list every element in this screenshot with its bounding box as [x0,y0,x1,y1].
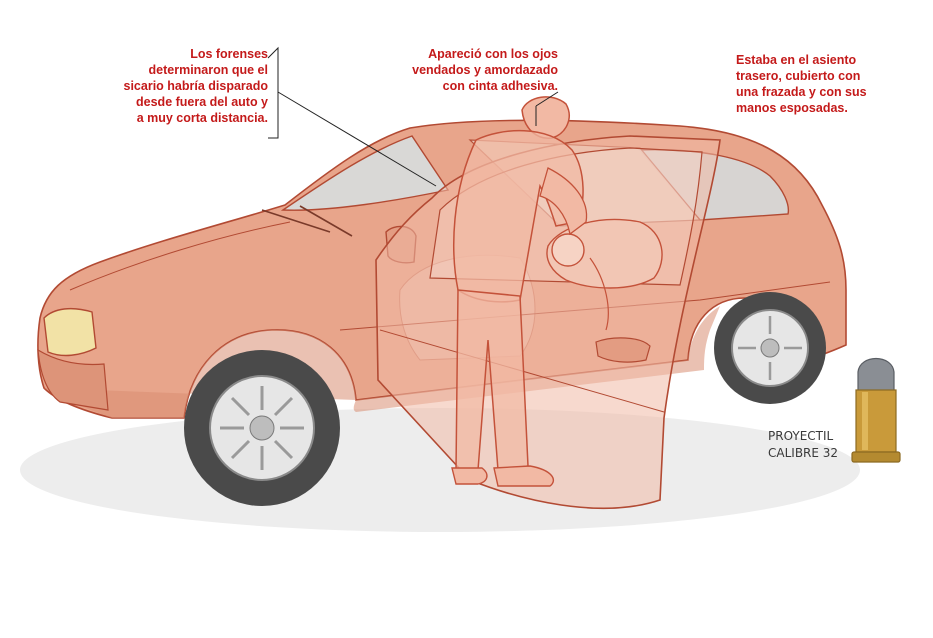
front-wheel [184,350,340,506]
callout-line: a muy corta distancia. [136,111,268,125]
callout-line: desde fuera del auto y [136,95,268,109]
leader-line-left [267,46,279,139]
callout-line: Apareció con los ojos [428,47,558,61]
bullet-caption: PROYECTIL CALIBRE 32 [768,428,842,462]
car-front-bumper [37,348,109,411]
investigator-icon [451,96,588,487]
callout-line: vendados y amordazado [412,63,558,77]
bullet-caption-line: PROYECTIL [768,429,834,443]
leader-line-left-pointer [277,91,437,187]
bullet-cartridge-icon [851,358,901,463]
callout-line: una frazada y con sus [736,85,867,99]
leader-lines [267,46,559,187]
leader-line-center [535,91,559,107]
car-hood-line [69,221,291,291]
car-headlight [43,307,97,357]
rear-wheel [714,292,826,404]
victim-icon [546,218,663,331]
callout-line: trasero, cubierto con [736,69,861,83]
callout-line: con cinta adhesiva. [442,79,558,93]
callout-line: Los forenses [190,47,268,61]
car-door-handle [595,337,651,363]
bullet-caption-line: CALIBRE 32 [768,446,839,460]
callout-back-seat-text: Estaba en el asiento trasero, cubierto c… [736,52,896,116]
callout-line: sicario habría disparado [123,79,269,93]
callout-victim-eyes-text: Apareció con los ojos vendados y amordaz… [388,46,558,94]
car-windshield [280,135,450,211]
car-wiper [261,205,353,237]
callout-line: manos esposadas. [736,101,848,115]
callout-line: Estaba en el asiento [736,53,857,67]
callout-forensics-text: Los forenses determinaron que el sicario… [118,46,269,126]
callout-line: determinaron que el [148,63,268,77]
